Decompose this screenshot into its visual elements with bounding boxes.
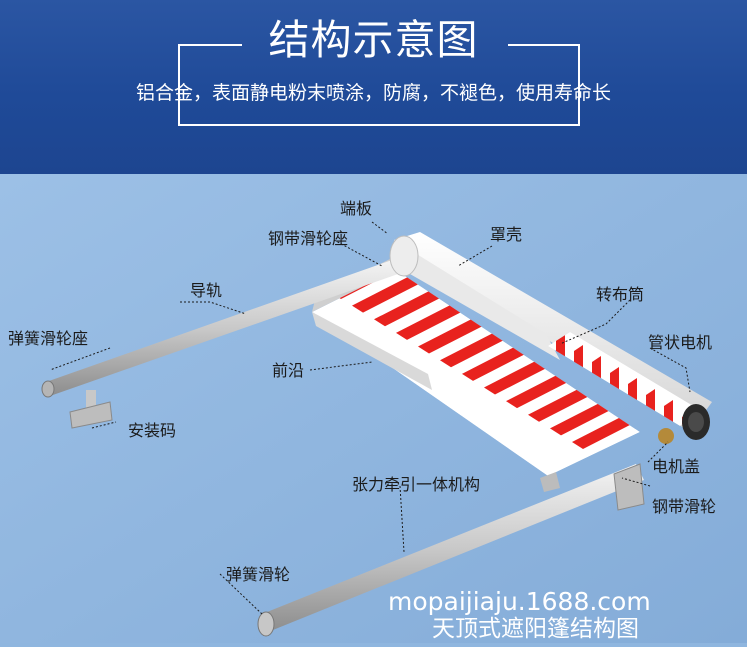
spring-pulley: [257, 611, 275, 637]
watermark-site: mopaijiaju.1688.com: [388, 587, 651, 616]
tension-arm: [540, 472, 560, 492]
frame-top-right-line: [508, 44, 580, 46]
label-tension-mechanism: 张力牵引一体机构: [352, 475, 480, 494]
mount-block: [69, 390, 113, 429]
label-tubular-motor: 管状电机: [648, 333, 712, 352]
frame-left-line: [178, 44, 180, 126]
fabric-stripe: [572, 400, 640, 450]
scene-background: [0, 174, 747, 643]
frame-top-left-line: [178, 44, 242, 46]
label-fabric-tube: 转布筒: [596, 285, 644, 304]
label-belt-pulley-seat: 钢带滑轮座: [268, 229, 348, 248]
label-spring-pulley: 弹簧滑轮: [226, 565, 290, 584]
label-end-plate: 端板: [340, 199, 372, 218]
guide-rail: [41, 260, 398, 398]
label-cover: 罩壳: [490, 225, 522, 244]
label-spring-pulley-seat: 弹簧滑轮座: [8, 329, 88, 348]
lower-guide-rail: [257, 464, 644, 637]
label-guide-rail: 导轨: [190, 281, 222, 300]
end-plate: [389, 235, 419, 277]
motor-cap: [658, 428, 674, 444]
frame-right-line: [578, 44, 580, 126]
page-title: 结构示意图: [268, 16, 479, 64]
watermark-caption: 天顶式遮阳篷结构图: [432, 616, 639, 642]
tubular-motor: [658, 404, 710, 444]
leader-lines: [49, 221, 691, 615]
label-belt-pulley: 钢带滑轮: [652, 497, 716, 516]
awning-diagram: 端板 钢带滑轮座 罩壳 导轨 转布筒 弹簧滑轮座 管状电机 前沿 安装码 电机盖…: [0, 174, 747, 643]
frame-bottom-line: [178, 124, 580, 126]
front-edge-bar: [312, 312, 432, 390]
label-mount-block: 安装码: [128, 421, 176, 440]
label-front-edge: 前沿: [272, 361, 304, 380]
diagram-scene: 端板 钢带滑轮座 罩壳 导轨 转布筒 弹簧滑轮座 管状电机 前沿 安装码 电机盖…: [0, 174, 747, 643]
label-motor-cap: 电机盖: [652, 457, 700, 476]
page-subtitle: 铝合金，表面静电粉末喷涂，防腐，不褪色，使用寿命长: [135, 82, 611, 104]
header-banner: 结构示意图 铝合金，表面静电粉末喷涂，防腐，不褪色，使用寿命长: [0, 0, 747, 174]
lower-mount-block: [613, 463, 645, 511]
